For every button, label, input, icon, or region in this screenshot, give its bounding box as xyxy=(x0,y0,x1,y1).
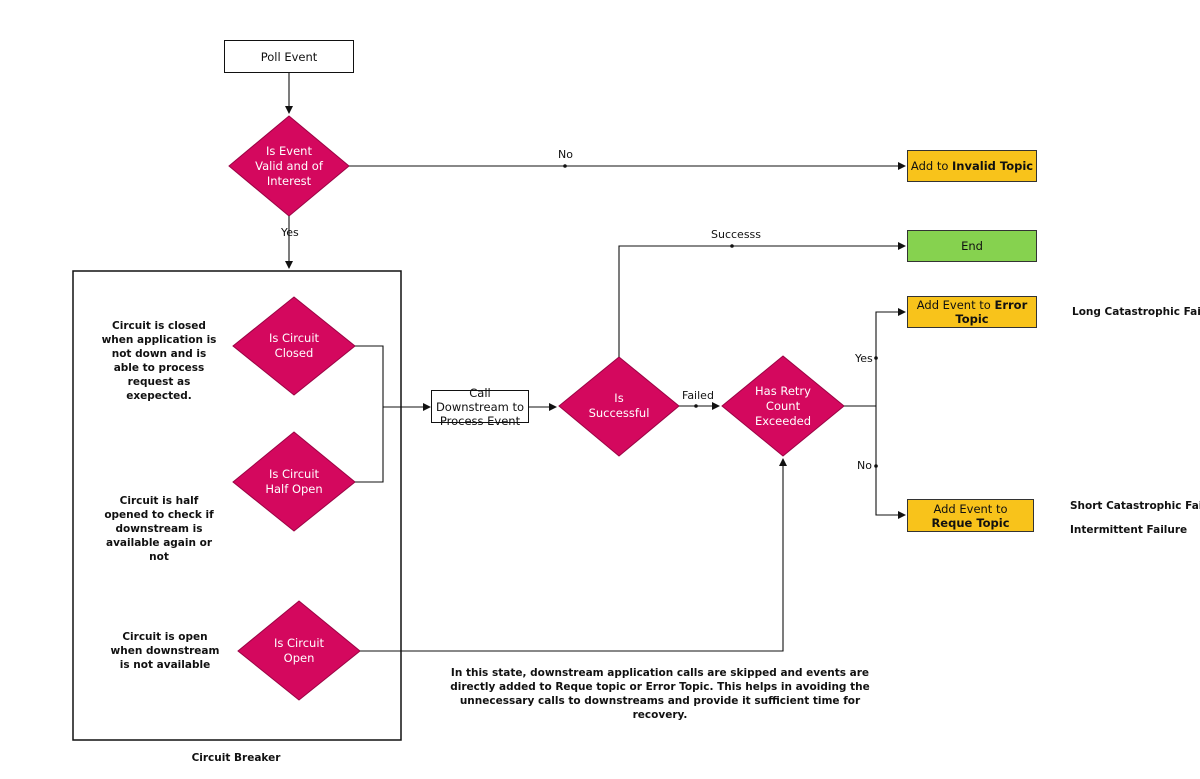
note-circuit-closed: Circuit is closed when application is no… xyxy=(101,320,217,402)
side-label-intermittent-failure: Intermittent Failure xyxy=(1070,524,1188,536)
poll-event-label: Poll Event xyxy=(260,49,318,64)
circuit-breaker-container xyxy=(72,270,402,741)
node-add-error-topic: Add Event to Error Topic xyxy=(907,296,1037,328)
edge-success-to-end xyxy=(618,242,906,357)
edge-label-yes-retry: Yes xyxy=(855,352,873,365)
diamond-is-circuit-open xyxy=(237,600,361,701)
edge-halfopen-to-call xyxy=(355,407,384,483)
is-circuit-half-open-label: Is Circuit Half Open xyxy=(265,467,323,496)
is-event-valid-label: Is Event Valid and of Interest xyxy=(255,143,323,188)
node-poll-event: Poll Event xyxy=(224,40,354,73)
edge-retry-no-to-reque xyxy=(875,406,906,519)
add-error-bold: Error Topic xyxy=(955,298,1028,326)
edge-retry-yes-to-error xyxy=(875,308,906,406)
edge-label-failed: Failed xyxy=(682,389,714,402)
add-invalid-prefix: Add to xyxy=(910,159,953,173)
add-invalid-label: Add to Invalid Topic xyxy=(911,159,1033,173)
is-circuit-closed-label: Is Circuit Closed xyxy=(268,331,320,360)
add-reque-prefix: Add Event to xyxy=(933,501,1008,516)
add-error-prefix: Add Event to xyxy=(916,298,995,312)
call-downstream-label: Call Downstream to Process Event xyxy=(435,385,525,428)
edge-label-no-retry: No xyxy=(857,459,872,472)
diamond-is-successful xyxy=(558,356,680,457)
has-retry-exceeded-label: Has Retry Count Exceeded xyxy=(754,383,812,428)
edge-label-yes-valid: Yes xyxy=(281,226,299,239)
note-circuit-half-open: Circuit is half opened to check if downs… xyxy=(104,495,214,563)
diamond-is-circuit-closed xyxy=(232,296,356,396)
diamond-is-circuit-half-open xyxy=(232,431,356,532)
is-circuit-open-label: Is Circuit Open xyxy=(273,636,325,665)
diamond-has-retry-exceeded xyxy=(721,355,845,457)
node-end: End xyxy=(907,230,1037,262)
edge-label-success: Successs xyxy=(711,228,762,241)
edge-label-no-invalid: No xyxy=(558,148,573,161)
side-label-short-failure: Short Catastrophic Failure xyxy=(1070,500,1200,512)
edge-closed-to-call xyxy=(355,345,384,407)
node-add-reque-topic: Add Event to Reque Topic xyxy=(907,499,1034,532)
note-circuit-open: Circuit is open when downstream is not a… xyxy=(110,631,220,671)
circuit-breaker-title: Circuit Breaker xyxy=(191,752,281,764)
add-error-label: Add Event to Error Topic xyxy=(908,298,1036,326)
node-add-invalid-topic: Add to Invalid Topic xyxy=(907,150,1037,182)
is-successful-label: Is Successful xyxy=(588,391,650,420)
edge-open-to-retry xyxy=(360,458,787,652)
end-label: End xyxy=(961,239,983,253)
add-reque-bold: Reque Topic xyxy=(931,515,1010,530)
add-invalid-bold: Invalid Topic xyxy=(952,159,1034,173)
node-call-downstream: Call Downstream to Process Event xyxy=(431,386,529,428)
note-open-state: In this state, downstream application ca… xyxy=(450,667,870,721)
side-label-long-failure: Long Catastrophic Failure xyxy=(1072,306,1200,318)
add-reque-label: Add Event to Reque Topic xyxy=(908,502,1033,530)
